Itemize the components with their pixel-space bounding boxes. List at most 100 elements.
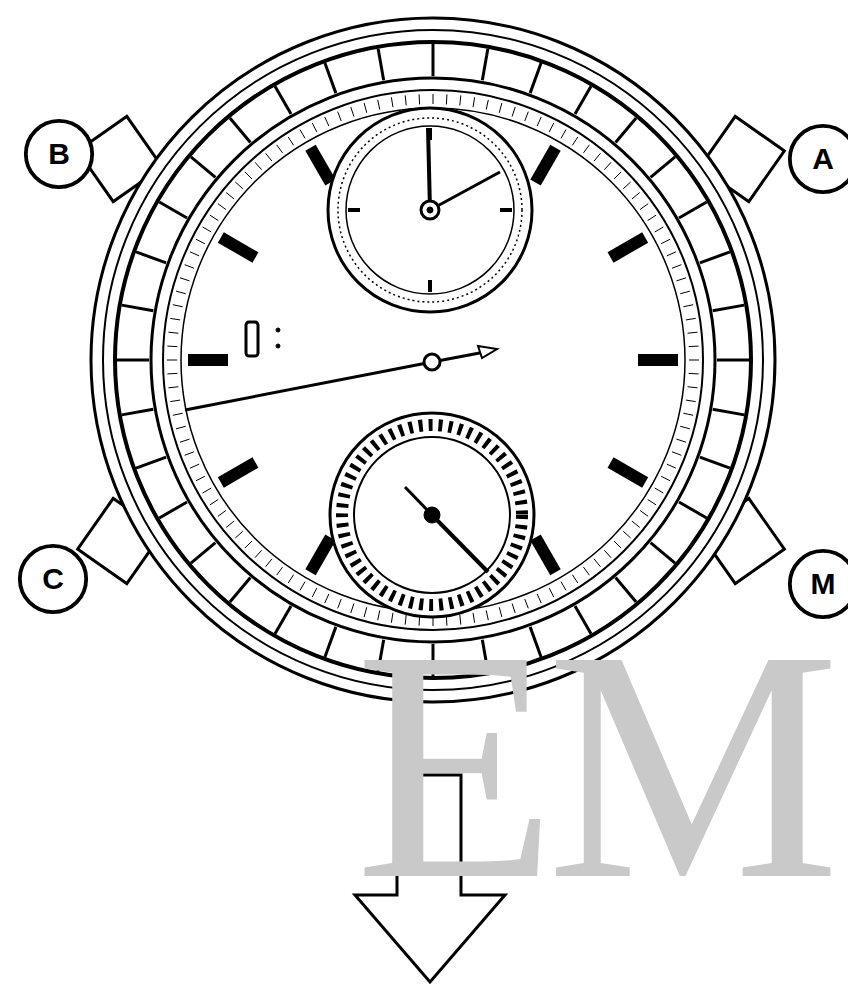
tick bbox=[167, 360, 177, 361]
dial-markers bbox=[167, 94, 699, 626]
tick bbox=[679, 502, 707, 518]
tick bbox=[230, 118, 251, 143]
tick bbox=[689, 373, 699, 375]
tick bbox=[266, 153, 272, 161]
tick bbox=[185, 265, 194, 269]
tick bbox=[616, 578, 637, 603]
tick bbox=[661, 239, 670, 244]
tick bbox=[500, 208, 512, 212]
tick bbox=[275, 86, 291, 114]
tick bbox=[486, 100, 488, 110]
tick bbox=[300, 130, 305, 139]
tick bbox=[683, 305, 693, 307]
tick bbox=[188, 354, 228, 366]
tick bbox=[255, 162, 262, 169]
tick bbox=[245, 172, 252, 179]
tick bbox=[348, 208, 360, 212]
tick bbox=[428, 128, 432, 140]
tick bbox=[648, 499, 656, 504]
upper-subdial bbox=[328, 108, 532, 312]
tick bbox=[604, 162, 611, 169]
tick bbox=[655, 227, 664, 232]
tick bbox=[230, 578, 251, 603]
tick bbox=[688, 387, 698, 388]
main-hand bbox=[185, 322, 497, 410]
tick bbox=[338, 112, 342, 121]
tick bbox=[651, 543, 676, 564]
tick bbox=[419, 94, 421, 104]
tick bbox=[266, 559, 272, 567]
tick bbox=[594, 559, 600, 567]
dial-edge bbox=[181, 108, 685, 612]
tick bbox=[648, 215, 656, 220]
tick bbox=[651, 157, 676, 178]
callout-circle: C bbox=[16, 542, 90, 616]
tick bbox=[210, 215, 218, 220]
tick bbox=[604, 550, 611, 557]
tick bbox=[159, 202, 187, 218]
tick bbox=[190, 252, 199, 256]
tick bbox=[536, 538, 556, 573]
tick bbox=[235, 531, 242, 538]
callout-circle: B bbox=[22, 117, 96, 191]
tick bbox=[638, 354, 678, 366]
tick bbox=[180, 439, 190, 442]
tick bbox=[275, 606, 291, 634]
tick bbox=[537, 117, 541, 126]
tick bbox=[312, 588, 317, 597]
tick bbox=[667, 252, 676, 256]
lower-subdial bbox=[330, 413, 534, 617]
callout-letter: B bbox=[22, 117, 96, 191]
tick bbox=[176, 426, 186, 429]
tick bbox=[351, 603, 354, 613]
tick bbox=[325, 627, 336, 657]
tick bbox=[325, 594, 329, 603]
tick bbox=[499, 103, 502, 113]
tick bbox=[614, 541, 621, 548]
tick bbox=[288, 137, 293, 145]
tick bbox=[428, 280, 432, 292]
tick bbox=[300, 582, 305, 591]
tick bbox=[378, 100, 380, 110]
tick bbox=[226, 193, 234, 199]
tick bbox=[594, 153, 600, 161]
tick bbox=[288, 575, 293, 583]
tick bbox=[364, 103, 367, 113]
tick bbox=[661, 476, 670, 481]
tick bbox=[170, 318, 180, 320]
tick bbox=[226, 521, 234, 527]
tick bbox=[235, 182, 242, 189]
tick bbox=[210, 499, 218, 504]
tick bbox=[525, 112, 529, 121]
bezel-inner bbox=[151, 78, 715, 642]
tick bbox=[686, 400, 696, 402]
tick bbox=[173, 413, 183, 415]
tick bbox=[512, 107, 515, 117]
tick bbox=[683, 413, 693, 415]
tick bbox=[218, 510, 226, 516]
tick bbox=[482, 49, 488, 81]
tick bbox=[473, 97, 475, 107]
tick bbox=[623, 531, 630, 538]
tick bbox=[311, 538, 331, 573]
tick bbox=[168, 387, 178, 388]
tick bbox=[136, 457, 166, 468]
tick bbox=[561, 130, 566, 139]
tick bbox=[190, 464, 199, 468]
tick bbox=[277, 567, 283, 575]
tick bbox=[191, 157, 216, 178]
bezel-ticks bbox=[117, 44, 749, 676]
tick bbox=[700, 457, 730, 468]
tick bbox=[312, 123, 317, 132]
tick bbox=[549, 123, 554, 132]
tick bbox=[549, 588, 554, 597]
tick bbox=[713, 409, 745, 415]
tick bbox=[680, 426, 690, 429]
tick bbox=[218, 204, 226, 210]
watermark: EM bbox=[355, 600, 830, 930]
tick bbox=[136, 252, 166, 263]
tick bbox=[378, 49, 384, 81]
tick bbox=[391, 97, 393, 107]
tick bbox=[561, 582, 566, 591]
tick bbox=[572, 137, 577, 145]
